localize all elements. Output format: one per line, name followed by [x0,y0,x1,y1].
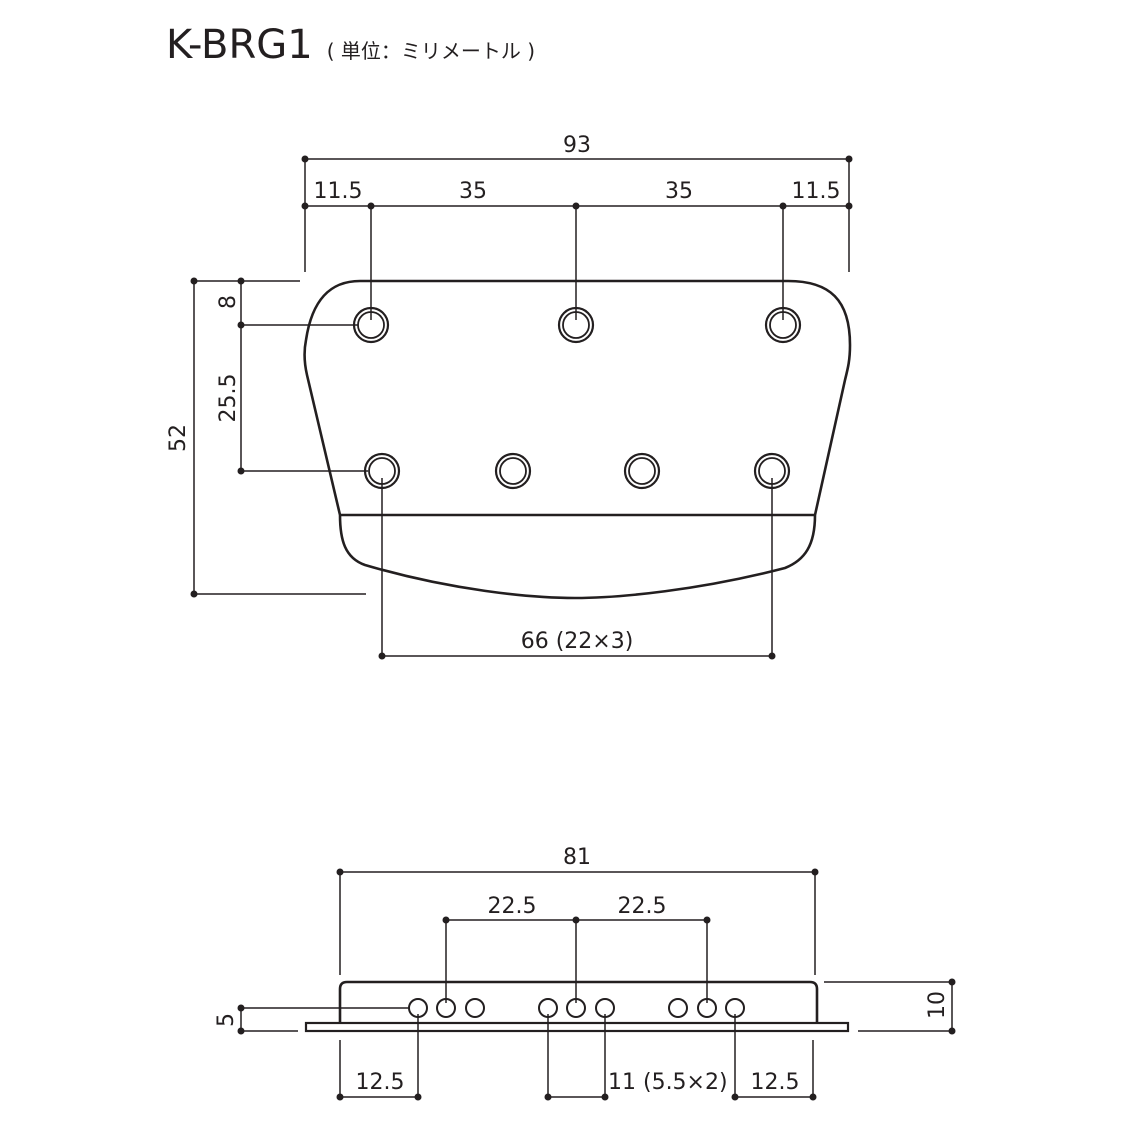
string-hole-inner [628,457,656,485]
side-hole [465,998,485,1018]
string-hole [623,452,661,490]
dim-label: 12.5 [751,1070,800,1095]
dim-label: 66 (22×3) [521,629,634,654]
dim-side-overall-height: 10 [824,978,956,1035]
bridge-plate-outline [303,279,852,600]
dim-label: 11.5 [792,179,841,204]
side-hole [668,998,688,1018]
dim-label: 11 (5.5×2) [608,1070,728,1095]
dim-label: 52 [166,424,191,452]
dim-side-overall-width: 81 [336,845,819,975]
dim-label: 8 [216,295,241,309]
side-hole-groups [408,998,745,1018]
dim-label: 25.5 [216,374,241,423]
string-hole-inner [499,457,527,485]
drawing-title-block: K-BRG1 ( 単位：ミリメートル ) [166,22,535,68]
side-view: 81 22.5 22.5 5 [214,845,956,1101]
dim-label: 5 [214,1013,239,1027]
dim-bottom-row-span: 66 (22×3) [378,478,776,660]
dim-label: 81 [563,845,591,870]
dim-overall-height: 52 [166,277,366,598]
dim-side-group-spacing: 22.5 22.5 [442,894,711,1003]
dim-side-edge-right: 12.5 [731,1014,817,1101]
dim-label: 10 [925,991,950,1019]
dim-label: 11.5 [314,179,363,204]
side-body-outline [338,980,819,1023]
dim-side-group-span: 11 (5.5×2) [544,1014,728,1101]
dim-overall-width: 93 [301,133,853,272]
dim-row-offsets: 8 25.5 [216,277,368,475]
dim-label: 35 [665,179,693,204]
dim-side-hole-height: 5 [214,1004,410,1035]
dim-label: 22.5 [488,894,537,919]
unit-note: ( 単位：ミリメートル ) [326,39,536,63]
dim-label: 93 [563,133,591,158]
top-view: 93 11.5 35 35 11.5 52 [166,133,853,660]
dim-label: 22.5 [618,894,667,919]
dim-label: 35 [459,179,487,204]
model-title: K-BRG1 [166,22,313,68]
string-hole [494,452,532,490]
dim-hole-spacing-chain: 11.5 35 35 11.5 [301,179,853,320]
dim-side-edge-left: 12.5 [336,1014,422,1101]
dim-label: 12.5 [356,1070,405,1095]
side-base-plate [304,1021,850,1033]
